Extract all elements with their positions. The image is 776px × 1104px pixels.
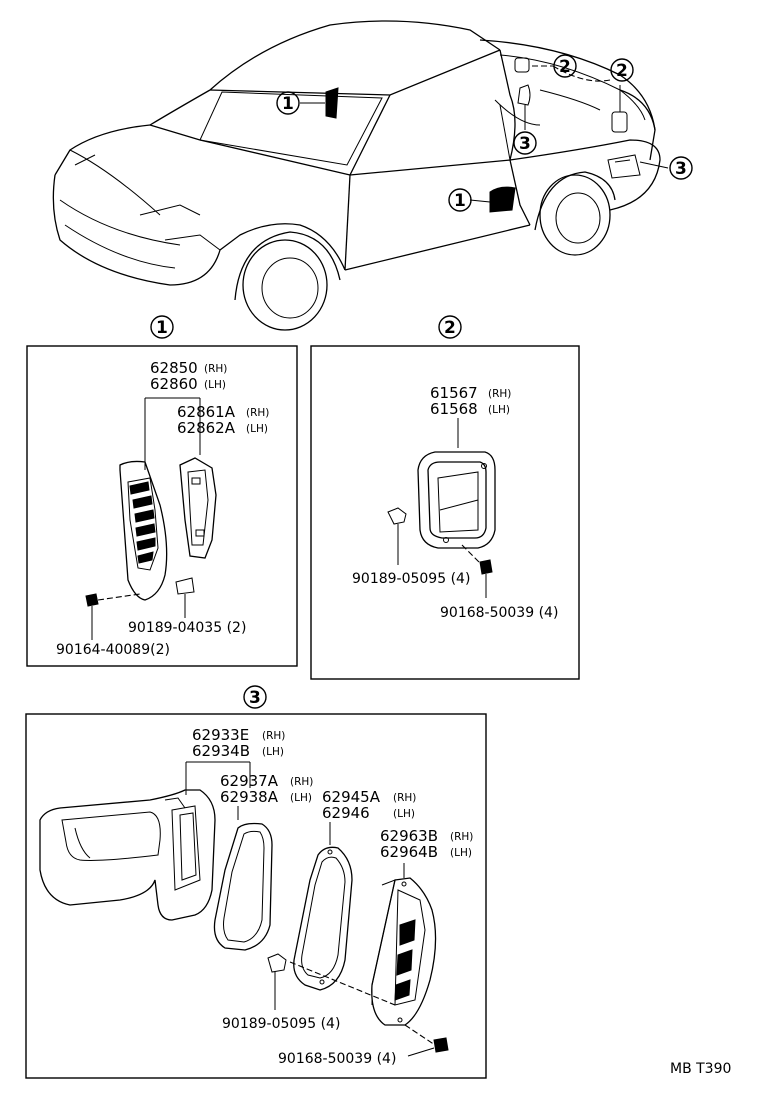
panel-3-frame bbox=[25, 713, 487, 1079]
part-90164-40089-label: 90164-40089(2) bbox=[56, 642, 170, 658]
svg-text:62946: 62946 bbox=[322, 804, 370, 822]
svg-text:(LH): (LH) bbox=[393, 808, 415, 820]
svg-text:62862A: 62862A bbox=[177, 419, 236, 437]
svg-text:3: 3 bbox=[249, 688, 261, 708]
svg-text:1: 1 bbox=[156, 318, 168, 338]
panel-2-parts bbox=[387, 418, 496, 598]
svg-text:62850: 62850 bbox=[150, 359, 198, 377]
part-61567-label: 61567 (RH) bbox=[430, 384, 511, 402]
part-62850-label: 62850 (RH) bbox=[150, 359, 227, 377]
svg-text:(RH): (RH) bbox=[488, 388, 511, 400]
car-callout-3a: 3 bbox=[513, 131, 537, 155]
part-90189-05095-p2-label: 90189-05095 (4) bbox=[352, 571, 470, 587]
panel-3-parts bbox=[39, 761, 449, 1057]
svg-text:(RH): (RH) bbox=[246, 407, 269, 419]
part-62964B-label: 62964B (LH) bbox=[380, 843, 472, 861]
part-62963B-label: 62963B (RH) bbox=[380, 827, 473, 845]
car-callout-3b: 3 bbox=[669, 156, 693, 180]
panel-2-callout: 2 bbox=[438, 315, 462, 339]
svg-text:(LH): (LH) bbox=[450, 847, 472, 859]
part-61568-label: 61568 (LH) bbox=[430, 400, 510, 418]
svg-text:62934B: 62934B bbox=[192, 742, 250, 760]
car-overview bbox=[52, 20, 669, 331]
part-62937A-label: 62937A (RH) bbox=[220, 772, 313, 790]
svg-text:3: 3 bbox=[519, 134, 531, 154]
part-62861A-label: 62861A (RH) bbox=[177, 403, 269, 421]
panel-1-callout: 1 bbox=[150, 315, 174, 339]
svg-text:2: 2 bbox=[444, 318, 456, 338]
car-callout-2b: 2 bbox=[610, 58, 634, 82]
part-90168-50039-p3-label: 90168-50039 (4) bbox=[278, 1051, 396, 1067]
svg-text:61567: 61567 bbox=[430, 384, 478, 402]
part-62933E-label: 62933E (RH) bbox=[192, 726, 285, 744]
part-62860-label: 62860 (LH) bbox=[150, 375, 226, 393]
svg-text:(LH): (LH) bbox=[488, 404, 510, 416]
svg-text:3: 3 bbox=[675, 159, 687, 179]
svg-text:62963B: 62963B bbox=[380, 827, 438, 845]
svg-text:62933E: 62933E bbox=[192, 726, 249, 744]
part-62946-label: 62946 (LH) bbox=[322, 804, 415, 822]
svg-text:(RH): (RH) bbox=[393, 792, 416, 804]
part-90189-05095-p3-label: 90189-05095 (4) bbox=[222, 1016, 340, 1032]
svg-text:1: 1 bbox=[454, 191, 466, 211]
part-62938A-label: 62938A (LH) bbox=[220, 788, 312, 806]
svg-text:(LH): (LH) bbox=[246, 423, 268, 435]
part-62862A-label: 62862A (LH) bbox=[177, 419, 268, 437]
svg-text:62937A: 62937A bbox=[220, 772, 279, 790]
svg-text:2: 2 bbox=[559, 57, 571, 77]
panel-1-frame bbox=[26, 345, 298, 667]
svg-text:62945A: 62945A bbox=[322, 788, 381, 806]
part-90189-04035-label: 90189-04035 (2) bbox=[128, 620, 246, 636]
svg-text:62964B: 62964B bbox=[380, 843, 438, 861]
svg-text:(RH): (RH) bbox=[290, 776, 313, 788]
svg-text:1: 1 bbox=[282, 94, 294, 114]
svg-text:62938A: 62938A bbox=[220, 788, 279, 806]
panel-3-callout: 3 bbox=[243, 685, 267, 709]
part-90168-50039-p2-label: 90168-50039 (4) bbox=[440, 605, 558, 621]
svg-text:62860: 62860 bbox=[150, 375, 198, 393]
part-62945A-label: 62945A (RH) bbox=[322, 788, 416, 806]
svg-text:(LH): (LH) bbox=[262, 746, 284, 758]
svg-text:(LH): (LH) bbox=[290, 792, 312, 804]
car-callout-1a: 1 bbox=[276, 91, 300, 115]
part-62934B-label: 62934B (LH) bbox=[192, 742, 284, 760]
svg-text:62861A: 62861A bbox=[177, 403, 236, 421]
svg-text:2: 2 bbox=[616, 61, 628, 81]
svg-text:(RH): (RH) bbox=[262, 730, 285, 742]
panel-1-parts bbox=[85, 397, 217, 640]
car-callout-1b: 1 bbox=[448, 188, 472, 212]
panel-2-frame bbox=[310, 345, 580, 680]
svg-text:61568: 61568 bbox=[430, 400, 478, 418]
car-callout-2a: 2 bbox=[553, 54, 577, 78]
svg-text:(RH): (RH) bbox=[450, 831, 473, 843]
svg-text:(LH): (LH) bbox=[204, 379, 226, 391]
diagram-code: MB T390 bbox=[670, 1061, 731, 1077]
svg-text:(RH): (RH) bbox=[204, 363, 227, 375]
